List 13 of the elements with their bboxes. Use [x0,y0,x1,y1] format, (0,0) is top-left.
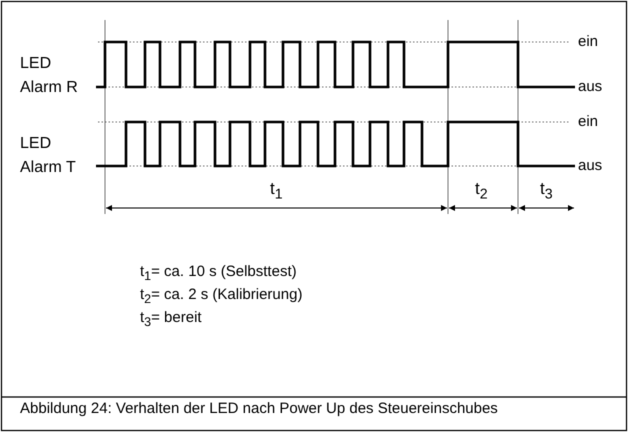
figure-caption: Abbildung 24: Verhalten der LED nach Power Up des Steuereinschubes [20,401,499,416]
level-label: ein [578,113,598,131]
level-label: ein [578,33,598,51]
legend-note: t$_{2}$= ca. 2 s (Kalibrierung) [140,286,302,308]
time-label: t$_{1}$ [270,180,283,204]
time-label: t$_{2}$ [475,180,488,204]
time-label: t$_{3}$ [540,180,553,204]
legend-note: t$_{3}$= bereit [140,309,202,331]
signal-label: LED Alarm T [20,134,77,178]
legend-note: t$_{1}$= ca. 10 s (Selbsttest) [140,263,297,285]
level-label: aus [578,78,602,96]
signal-label: LED Alarm R [20,54,79,98]
level-label: aus [578,157,602,175]
